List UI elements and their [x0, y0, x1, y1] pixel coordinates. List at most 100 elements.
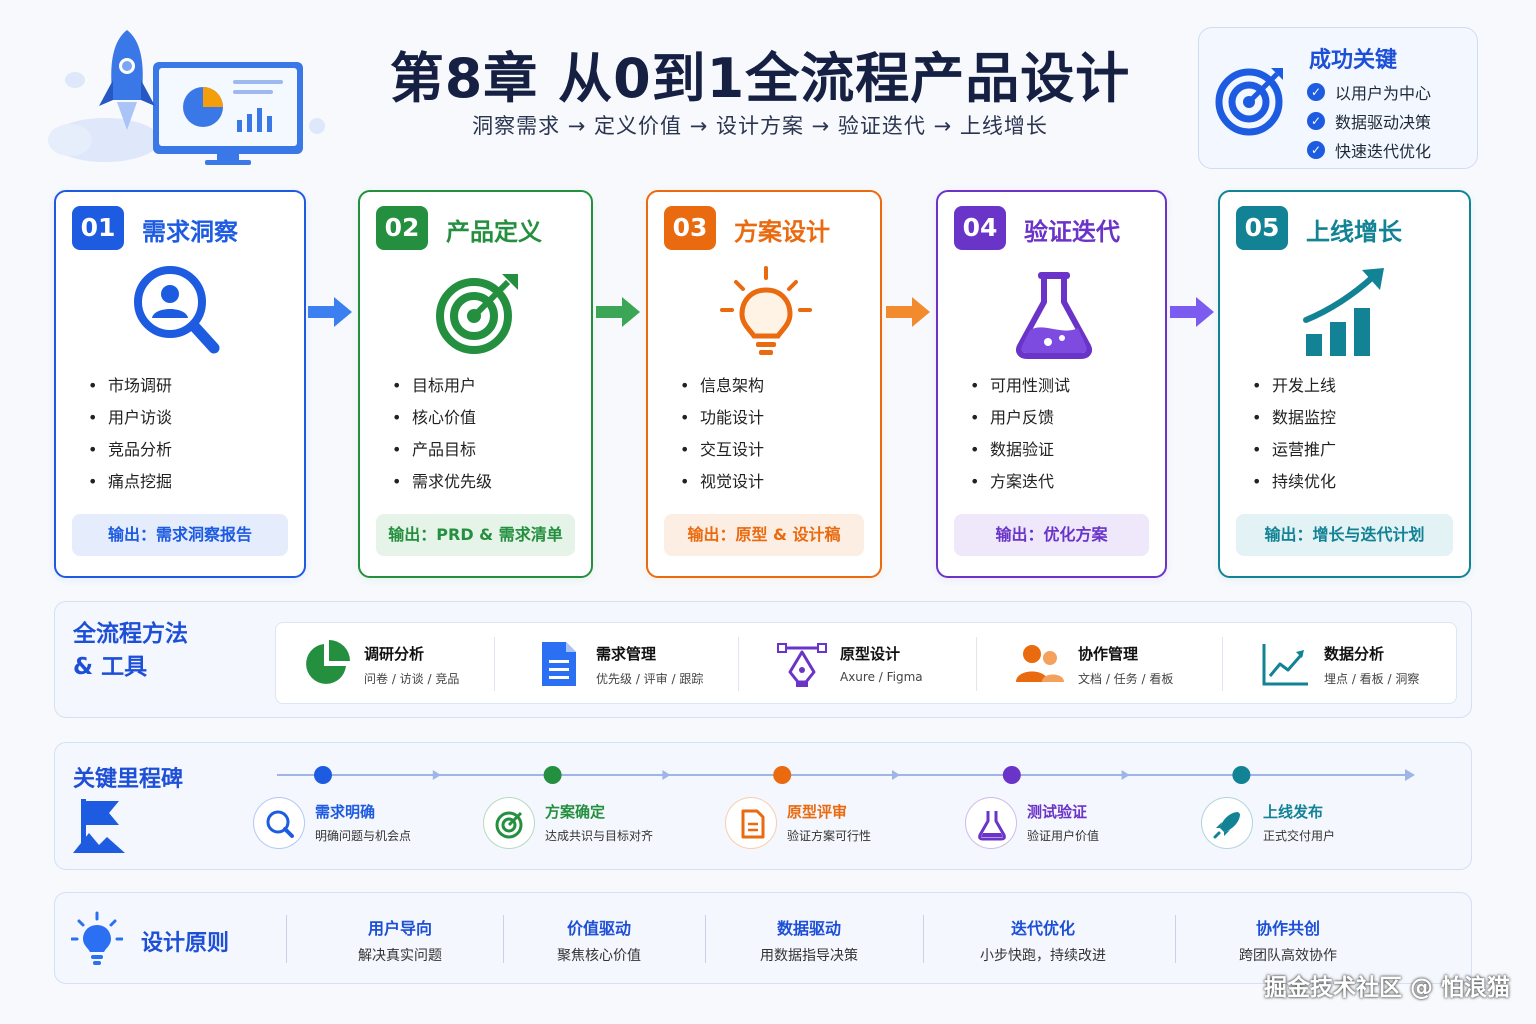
stage-card-product-definition: 02 产品定义 目标用户 核心价值 产品目标 需求优先级 输出：PRD & 需求…	[358, 190, 593, 578]
stage-activity: 功能设计	[680, 402, 764, 434]
stage-output: 输出：PRD & 需求清单	[376, 514, 575, 556]
milestone-name: 测试验证	[1027, 803, 1088, 821]
stage-activities: 信息架构 功能设计 交互设计 视觉设计	[680, 370, 764, 498]
divider	[923, 915, 924, 963]
timeline-chevron	[432, 770, 441, 780]
milestone-desc: 正式交付用户	[1263, 829, 1336, 843]
stage-activities: 开发上线 数据监控 运营推广 持续优化	[1252, 370, 1336, 498]
stage-number: 05	[1236, 206, 1288, 250]
stage-activity: 产品目标	[392, 434, 492, 466]
flow-arrow-icon	[596, 297, 640, 327]
stage-activity: 市场调研	[88, 370, 172, 402]
stage-activities: 可用性测试 用户反馈 数据验证 方案迭代	[970, 370, 1070, 498]
milestone-name: 方案确定	[545, 803, 606, 821]
stage-name: 上线增长	[1306, 218, 1402, 246]
divider	[738, 637, 739, 691]
principle-item: 用户导向 解决真实问题	[358, 919, 442, 964]
target-icon	[436, 274, 518, 354]
design-principles-panel: 设计原则 用户导向 解决真实问题 价值驱动 聚焦核心价值 数据驱动 用数据指导决…	[54, 892, 1472, 984]
milestone-name: 上线发布	[1263, 803, 1324, 821]
timeline-arrowhead	[1405, 769, 1415, 781]
milestone-dot	[1232, 766, 1251, 784]
stage-activity: 竞品分析	[88, 434, 172, 466]
milestone-dot	[314, 766, 332, 784]
stage-activities: 目标用户 核心价值 产品目标 需求优先级	[392, 370, 492, 498]
search-icon	[266, 810, 294, 838]
lightbulb-icon	[720, 266, 812, 355]
stage-activity: 方案迭代	[970, 466, 1070, 498]
stage-activity: 用户反馈	[970, 402, 1070, 434]
stage-output: 输出：增长与迭代计划	[1236, 514, 1453, 556]
target-icon	[1215, 68, 1283, 136]
milestone-desc: 验证方案可行性	[787, 829, 872, 843]
stage-activity: 信息架构	[680, 370, 764, 402]
success-keys-title: 成功关键	[1309, 48, 1398, 73]
search-user-icon	[134, 266, 220, 354]
flask-icon	[978, 811, 1006, 841]
stage-activity: 数据监控	[1252, 402, 1336, 434]
stage-card-launch-growth: 05 上线增长 开发上线 数据监控 运营推广 持续优化 输出：增长与迭代计划	[1218, 190, 1471, 578]
principle-item: 数据驱动 用数据指导决策	[760, 919, 858, 964]
stage-activity: 开发上线	[1252, 370, 1336, 402]
milestone-icon-circle	[1201, 797, 1253, 849]
document-icon	[741, 809, 765, 839]
methods-tools-panel: 全流程方法& 工具 调研分析 问卷 / 访谈 / 竞品 需求管理 优先级 / 评…	[54, 601, 1472, 718]
stage-number: 01	[72, 206, 124, 250]
principle-item: 协作共创 跨团队高效协作	[1239, 919, 1337, 964]
divider	[1175, 915, 1176, 963]
stage-card-validation-iteration: 04 验证迭代 可用性测试 用户反馈 数据验证 方案迭代 输出：优化方案	[936, 190, 1167, 578]
milestone-name: 原型评审	[787, 803, 848, 821]
check-icon: ✓	[1307, 83, 1325, 101]
stage-activity: 目标用户	[392, 370, 492, 402]
milestone-icon-circle	[253, 797, 305, 849]
stage-card-solution-design: 03 方案设计 信息架构 功能设计 交互设计 视觉设计 输出：原型 & 设计稿	[646, 190, 882, 578]
divider	[494, 637, 495, 691]
target-icon	[495, 811, 523, 839]
flow-arrow-icon	[886, 297, 930, 327]
stage-activity: 运营推广	[1252, 434, 1336, 466]
tools-row: 调研分析 问卷 / 访谈 / 竞品 需求管理 优先级 / 评审 / 跟踪	[275, 622, 1457, 704]
methods-title: 全流程方法& 工具	[73, 621, 188, 680]
milestone-icon-circle	[965, 797, 1017, 849]
stage-name: 产品定义	[446, 218, 542, 246]
team-icon	[1016, 645, 1064, 682]
milestones-title: 关键里程碑	[73, 767, 184, 792]
milestone-icon-circle	[483, 797, 535, 849]
stage-card-demand-insight: 01 需求洞察 市场调研 用户访谈 竞品分析 痛点挖掘 输出：需求洞察报告	[54, 190, 306, 578]
stage-name: 需求洞察	[142, 218, 238, 246]
timeline-chevron	[892, 770, 900, 780]
divider	[286, 915, 287, 963]
pen-tool-icon	[777, 643, 827, 687]
flow-arrow-icon	[308, 297, 352, 327]
document-icon	[542, 642, 576, 686]
divider	[705, 915, 706, 963]
stage-name: 验证迭代	[1024, 218, 1120, 246]
success-key-item: ✓数据驱动决策	[1307, 109, 1431, 133]
milestones-panel: 关键里程碑 需求明确 明确问题与机会点 方案确定 达成共识与目标对齐 原型评审 …	[54, 742, 1472, 870]
stage-activity: 交互设计	[680, 434, 764, 466]
milestone-dot	[543, 766, 562, 784]
milestone-desc: 明确问题与机会点	[315, 829, 412, 843]
stage-activity: 需求优先级	[392, 466, 492, 498]
stage-activity: 持续优化	[1252, 466, 1336, 498]
milestone-icon-circle	[725, 797, 777, 849]
principle-item: 价值驱动 聚焦核心价值	[557, 919, 641, 964]
milestone-desc: 达成共识与目标对齐	[545, 829, 654, 843]
watermark: 掘金技术社区 @ 怕浪猫	[1263, 975, 1510, 1001]
milestone-desc: 验证用户价值	[1027, 829, 1100, 843]
page-subtitle: 洞察需求 → 定义价值 → 设计方案 → 验证迭代 → 上线增长	[472, 114, 1048, 138]
timeline-chevron	[662, 770, 671, 780]
divider	[503, 915, 504, 963]
success-key-item: ✓以用户为中心	[1307, 80, 1431, 104]
stage-number: 03	[664, 206, 716, 250]
line-chart-icon	[1262, 644, 1308, 686]
milestone-dot	[1002, 766, 1021, 784]
success-key-item: ✓快速迭代优化	[1307, 138, 1431, 162]
check-icon: ✓	[1307, 112, 1325, 130]
check-icon: ✓	[1307, 141, 1325, 159]
growth-chart-icon	[1303, 268, 1384, 356]
flow-arrow-icon	[1170, 297, 1214, 327]
stage-output: 输出：优化方案	[954, 514, 1149, 556]
stage-name: 方案设计	[734, 218, 830, 246]
pie-chart-icon	[306, 640, 350, 684]
